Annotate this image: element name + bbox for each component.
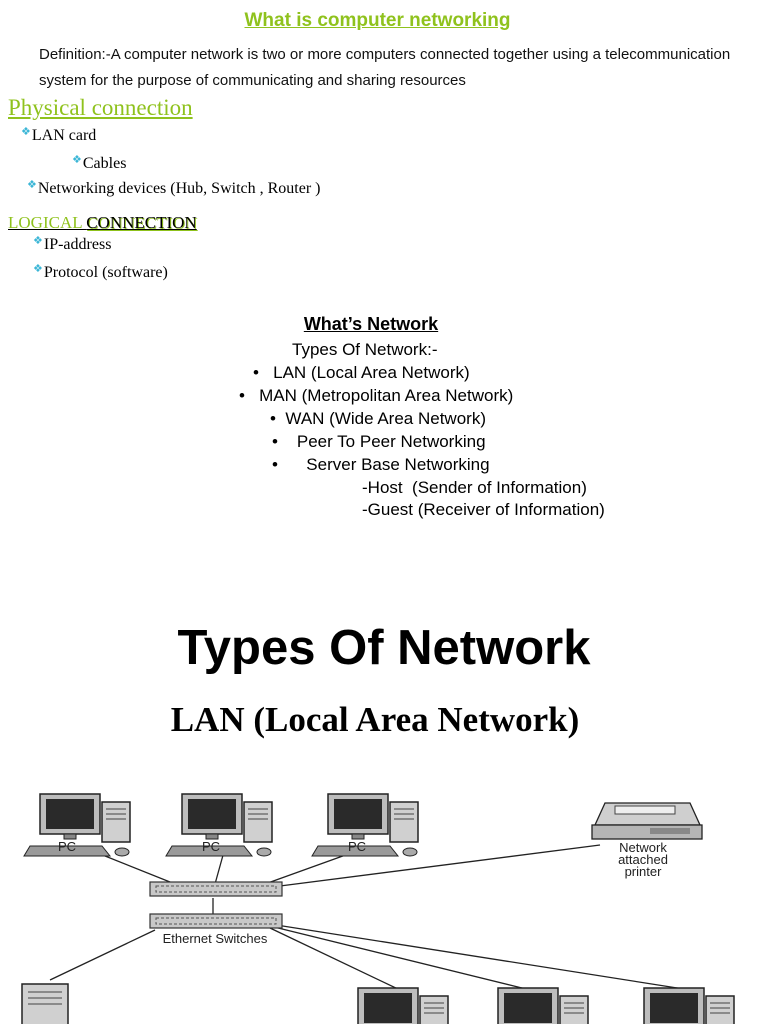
lan-diagram: PC PC PC Network attached printer Ethern… xyxy=(21,793,735,1024)
ethernet-switch-icon xyxy=(149,881,283,897)
logical-connection-heading: LOGICAL CONNECTION xyxy=(8,213,197,232)
diamond-bullet-icon: ❖ xyxy=(21,126,31,138)
list-item: • LAN (Local Area Network) xyxy=(253,363,470,382)
pc-label: PC xyxy=(58,839,76,854)
pc-icon xyxy=(23,793,131,857)
types-subheading: Types Of Network:- xyxy=(292,340,438,359)
printer-label-line: printer xyxy=(625,864,663,879)
list-item-label: LAN card xyxy=(31,127,97,144)
list-item-label: Networking devices (Hub, Switch , Router… xyxy=(37,180,321,197)
printer-label-line: attached xyxy=(618,852,668,867)
diamond-bullet-icon: ❖ xyxy=(33,263,43,275)
pc-icon xyxy=(627,987,735,1024)
list-subitem: -Guest (Receiver of Information) xyxy=(362,500,605,519)
slide-subtitle: LAN (Local Area Network) xyxy=(170,700,580,739)
pc-label: PC xyxy=(202,839,220,854)
printer-icon xyxy=(591,802,703,840)
printer-label-line: Network xyxy=(619,840,667,855)
diamond-bullet-icon: ❖ xyxy=(72,154,82,166)
diamond-bullet-icon: ❖ xyxy=(33,235,43,247)
ethernet-switch-icon xyxy=(149,913,283,929)
list-item: ❖LAN card xyxy=(21,126,97,145)
pc-icon xyxy=(481,987,589,1024)
definition-text: Definition:-A computer network is two or… xyxy=(39,46,731,89)
list-item-label: Cables xyxy=(82,155,127,172)
list-item-label: Protocol (software) xyxy=(43,264,168,281)
list-item: • WAN (Wide Area Network) xyxy=(270,409,486,428)
list-item: ❖IP-address xyxy=(33,235,112,254)
list-item: ❖Protocol (software) xyxy=(33,263,168,282)
list-item: • Server Base Networking xyxy=(272,455,490,474)
list-subitem: -Host (Sender of Information) xyxy=(362,478,587,497)
list-item-label: IP-address xyxy=(43,236,112,253)
server-icon xyxy=(21,983,69,1024)
list-item: • Peer To Peer Networking xyxy=(272,432,486,451)
list-item: ❖Cables xyxy=(72,154,127,173)
pc-icon xyxy=(341,987,449,1024)
list-item: • MAN (Metropolitan Area Network) xyxy=(239,386,514,405)
switch-label: Ethernet Switches xyxy=(163,931,268,946)
diamond-bullet-icon: ❖ xyxy=(27,179,37,191)
page-title: What is computer networking xyxy=(244,10,511,31)
physical-connection-heading: Physical connection xyxy=(8,95,193,120)
slide-title: Types Of Network xyxy=(177,621,591,675)
pc-label: PC xyxy=(348,839,366,854)
whats-network-heading: What’s Network xyxy=(303,314,439,334)
list-item: ❖Networking devices (Hub, Switch , Route… xyxy=(27,179,321,198)
